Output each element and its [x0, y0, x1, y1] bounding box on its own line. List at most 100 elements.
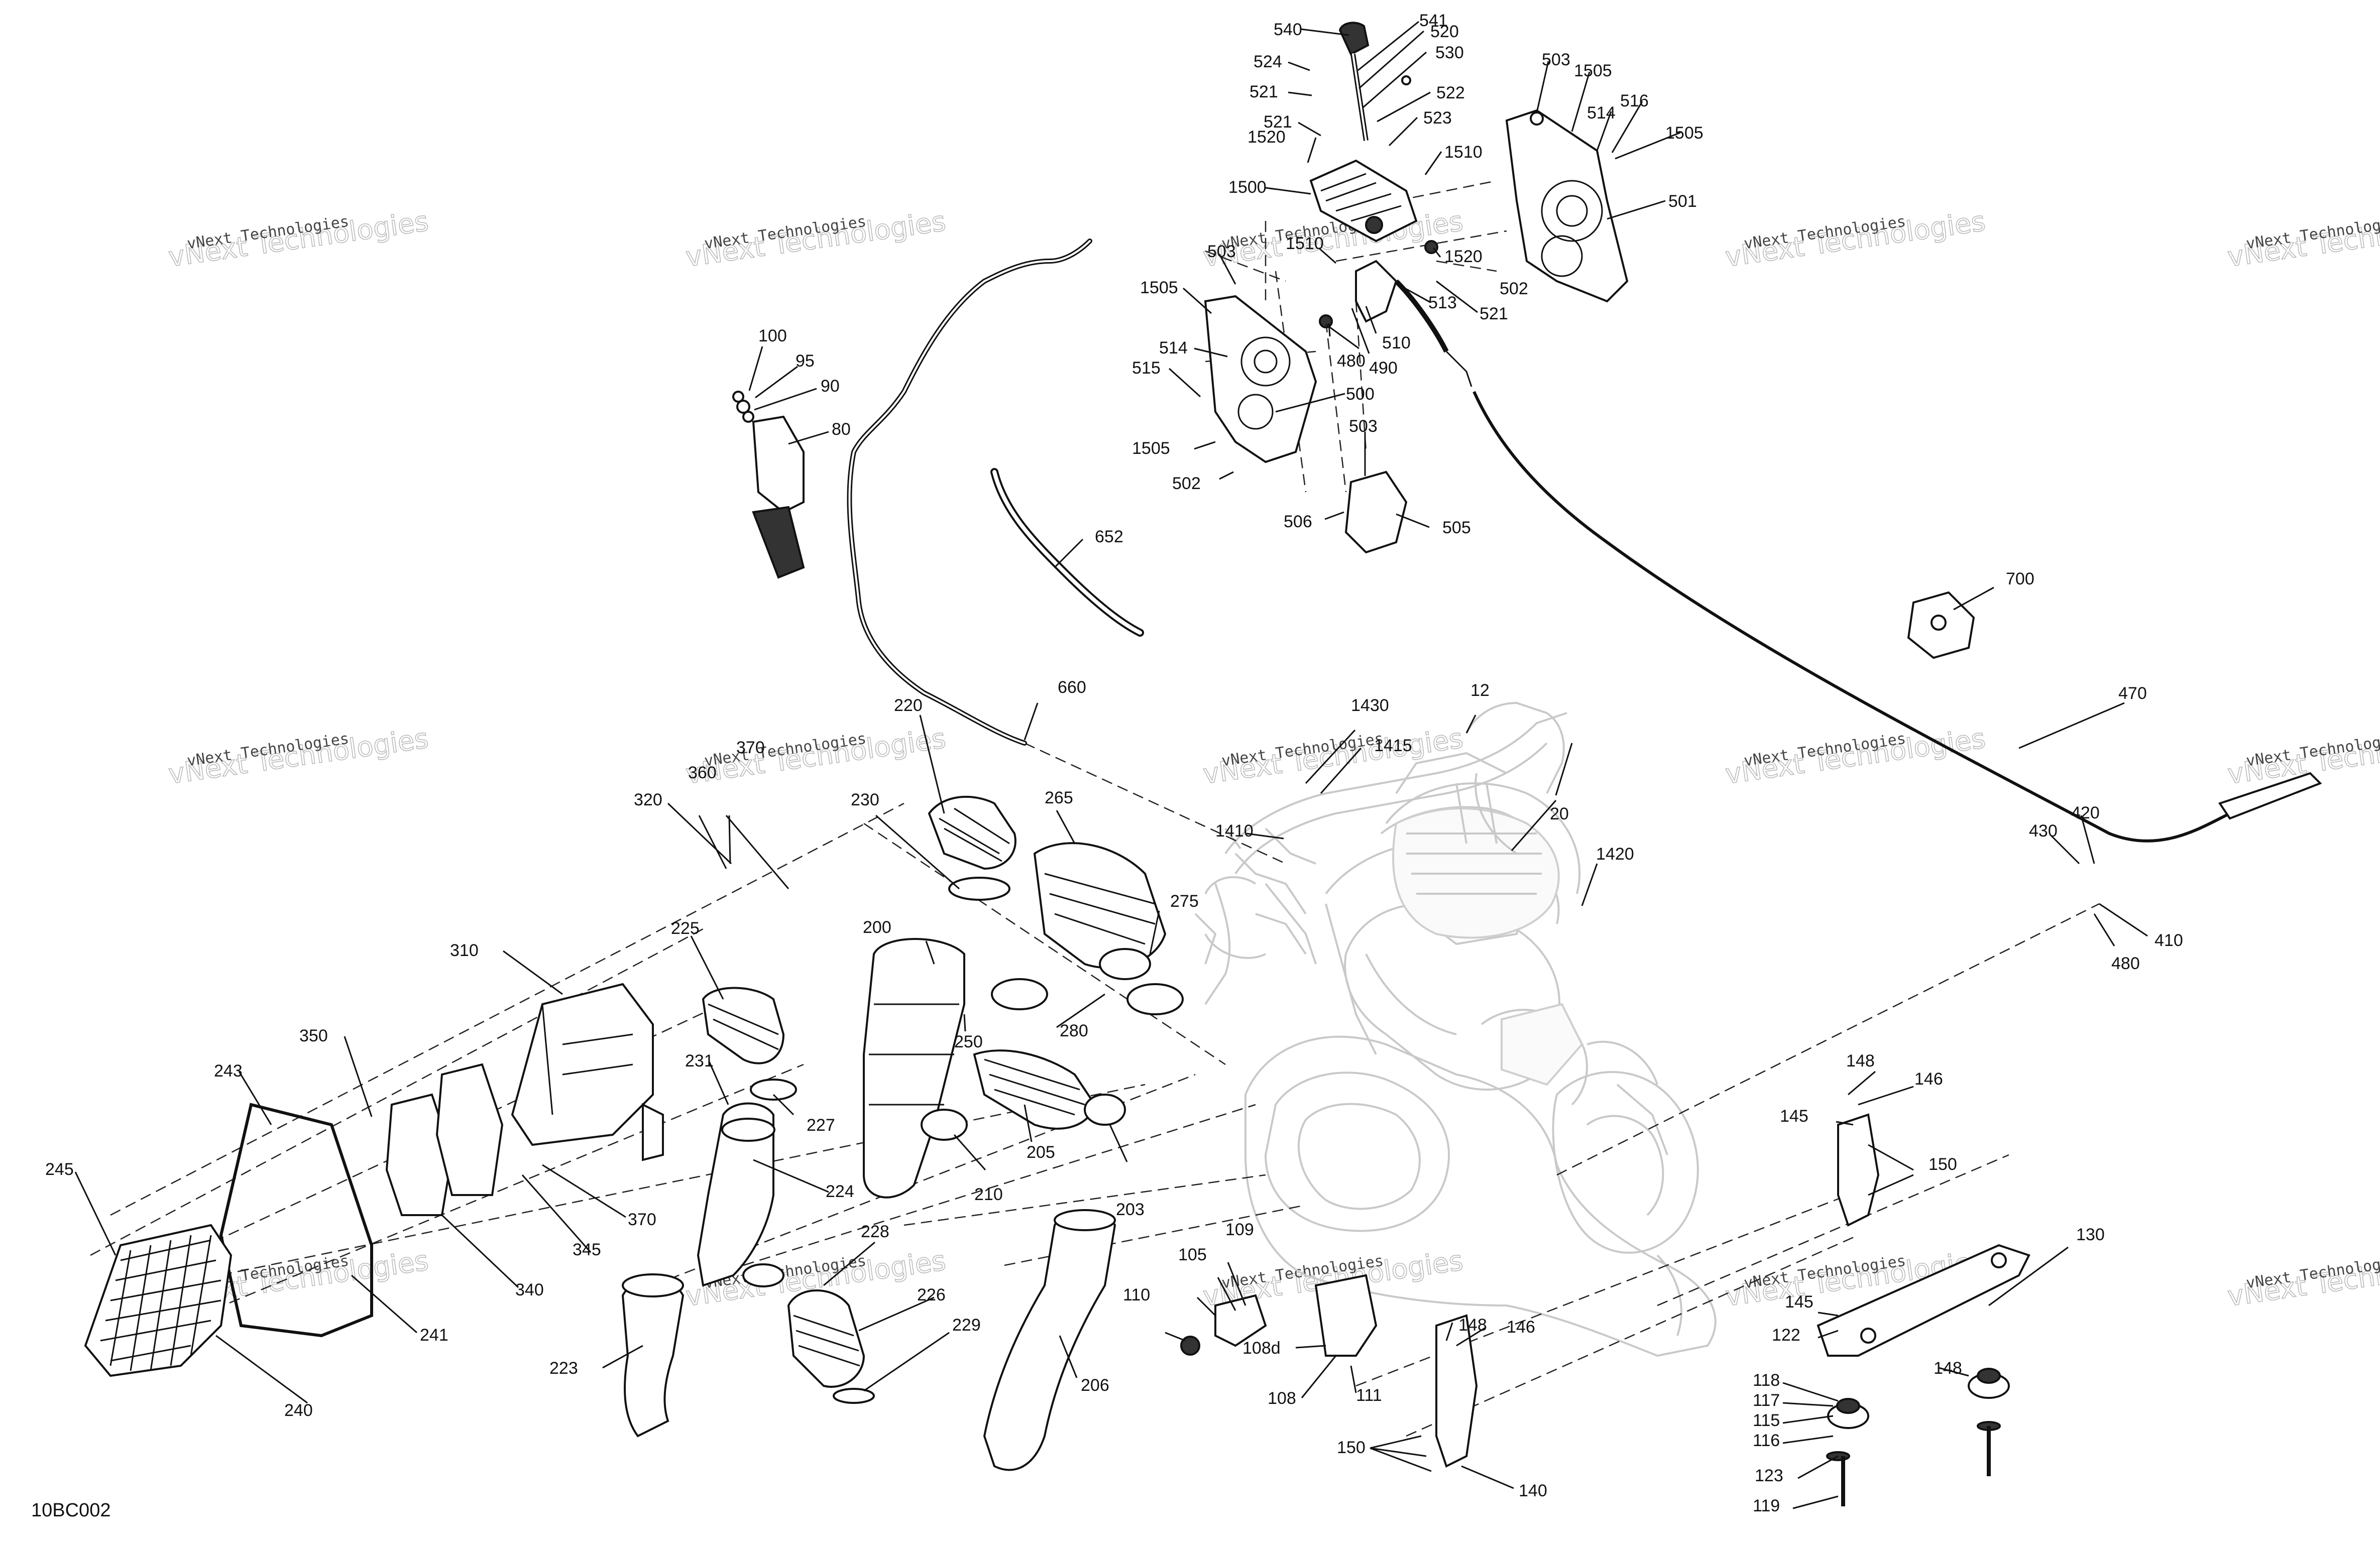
callout-label: 340 [515, 1280, 544, 1299]
callout-label: 521 [1264, 112, 1292, 132]
callout-label: 370 [628, 1210, 656, 1229]
callout-label: 1410 [1215, 821, 1254, 841]
callout-label: 541 [1419, 11, 1448, 30]
callout-label: 225 [671, 919, 700, 938]
callout-label: 514 [1159, 338, 1188, 358]
callout-label: 1505 [1574, 61, 1612, 80]
watermark: vNext Technologies vNext Technologies [166, 205, 431, 274]
callout-label: 146 [1914, 1070, 1943, 1089]
callout-label: 516 [1620, 91, 1649, 110]
callout-label: 520 [1430, 22, 1459, 41]
callout-label: 370 [736, 738, 765, 757]
callout-label: 503 [1349, 417, 1378, 436]
filter-mesh [100, 1235, 221, 1371]
callout-label: 490 [1369, 359, 1398, 378]
callout-label: 230 [851, 790, 879, 809]
callout-label: 1505 [1665, 124, 1704, 143]
callout-label: 1520 [1248, 128, 1286, 147]
callout-label: 80 [832, 420, 851, 439]
callout-label: 515 [1132, 359, 1161, 378]
callout-label: 228 [861, 1222, 889, 1241]
callout-label: 320 [634, 790, 662, 809]
callout-label: 245 [45, 1160, 74, 1179]
callout-label: 514 [1587, 103, 1616, 123]
callout-label: 205 [1027, 1143, 1055, 1162]
callout-label: 148 [1846, 1051, 1875, 1071]
callout-label: 360 [688, 763, 717, 782]
callout-label: 223 [549, 1359, 578, 1378]
callout-label: 90 [821, 377, 840, 396]
callout-label: 117 [1753, 1391, 1780, 1410]
callout-label: 227 [807, 1116, 835, 1135]
callout-label: 95 [796, 351, 815, 371]
callout-label: 470 [2118, 684, 2147, 703]
callout-label: 652 [1095, 527, 1123, 546]
callout-label: 430 [2029, 821, 2058, 841]
callout-label: 140 [1519, 1481, 1547, 1500]
callout-label: 116 [1753, 1431, 1780, 1450]
callout-label: 265 [1045, 788, 1073, 807]
callout-label: 240 [284, 1401, 313, 1420]
callout-label: 148 [1934, 1359, 1962, 1378]
callout-label: 108 [1268, 1389, 1296, 1408]
callout-label: 224 [826, 1182, 854, 1201]
callout-label: 1500 [1228, 178, 1267, 197]
callout-label: 502 [1500, 279, 1528, 298]
callout-label: 513 [1428, 293, 1457, 312]
callout-label: 350 [299, 1026, 328, 1045]
callout-label: 506 [1284, 512, 1312, 531]
callout-label: 410 [2155, 931, 2183, 950]
watermark: vNext Technologies vNext Technologies [166, 722, 431, 791]
watermark: vNext Technologies vNext Technologies [684, 205, 948, 274]
callout-label: 105 [1178, 1245, 1207, 1264]
callout-label: 660 [1058, 678, 1086, 697]
leader-lines [74, 21, 2148, 1509]
callout-label: 310 [450, 941, 479, 960]
callout-label: 20 [1550, 804, 1569, 823]
callout-label: 200 [863, 918, 891, 937]
callout-label: 540 [1274, 20, 1302, 39]
callout-label: 503 [1542, 50, 1570, 69]
callout-label: 700 [2006, 569, 2034, 588]
callout-label: 530 [1435, 43, 1464, 62]
callout-label: 1420 [1596, 845, 1634, 864]
callout-label: 523 [1423, 108, 1452, 128]
callout-label: 243 [214, 1061, 243, 1081]
callout-label: 206 [1081, 1376, 1109, 1395]
callout-label: 345 [573, 1240, 601, 1259]
callout-label: 203 [1116, 1200, 1145, 1219]
callout-label: 1505 [1132, 439, 1170, 458]
callout-label: 145 [1785, 1292, 1814, 1312]
cables [847, 239, 1144, 746]
callout-label: 522 [1436, 83, 1465, 102]
callout-label: 115 [1753, 1411, 1780, 1430]
callout-label: 220 [894, 696, 923, 715]
callout-label: 108d [1242, 1339, 1281, 1358]
callout-label: 1520 [1444, 247, 1483, 266]
callout-label: 1505 [1140, 278, 1178, 297]
callout-label: 12 [1470, 681, 1490, 700]
callout-label: 226 [917, 1285, 946, 1304]
callout-label: 505 [1442, 518, 1471, 537]
engine-mounts [1180, 1113, 2030, 1506]
callout-label: 122 [1772, 1326, 1800, 1345]
callout-labels: 540 541 520 530 524 521 522 521 523 1520… [45, 11, 2183, 1515]
callout-label: 111 [1356, 1386, 1382, 1405]
callout-label: 146 [1507, 1318, 1535, 1337]
callout-label: 250 [954, 1032, 983, 1051]
callout-label: 1415 [1374, 736, 1412, 755]
callout-label: 150 [1337, 1438, 1366, 1457]
callout-label: 524 [1254, 52, 1282, 71]
watermark: vNext Technologies vNext Technologies [1723, 205, 1988, 274]
callout-label: 521 [1250, 82, 1278, 101]
callout-label: 480 [1337, 351, 1366, 371]
callout-label: 503 [1207, 242, 1236, 261]
callout-label: 100 [758, 326, 787, 345]
sheet-id: 10BC002 [31, 1500, 110, 1521]
callout-label: 123 [1755, 1466, 1783, 1485]
callout-label: 210 [974, 1185, 1003, 1204]
callout-label: 420 [2071, 803, 2100, 822]
shifter-assembly [1204, 22, 2322, 843]
watermark: vNext Technologies vNext Technologies [2225, 205, 2380, 274]
callout-label: 145 [1780, 1107, 1808, 1126]
